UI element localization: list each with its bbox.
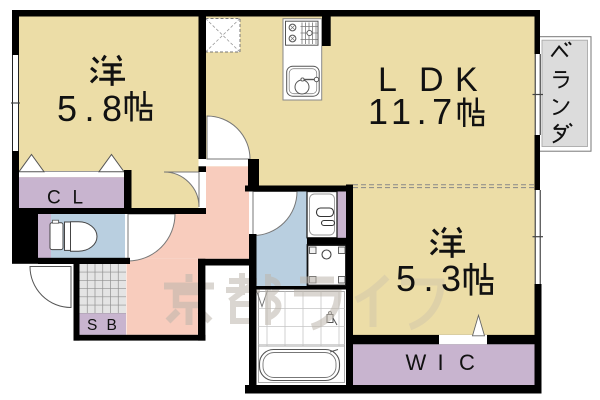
svg-text:L: L xyxy=(73,188,84,209)
svg-text:5.3: 5.3 xyxy=(396,258,469,299)
svg-text:11.7: 11.7 xyxy=(368,91,458,132)
svg-text:I: I xyxy=(438,350,444,375)
svg-text:C: C xyxy=(47,188,61,209)
svg-text:5.8: 5.8 xyxy=(57,88,130,129)
svg-text:K: K xyxy=(455,61,478,99)
svg-text:C: C xyxy=(459,350,475,375)
svg-text:S: S xyxy=(87,317,97,334)
svg-text:D: D xyxy=(419,61,444,99)
svg-text:W: W xyxy=(406,350,427,375)
svg-text:B: B xyxy=(107,317,117,334)
svg-text:L: L xyxy=(378,61,397,99)
